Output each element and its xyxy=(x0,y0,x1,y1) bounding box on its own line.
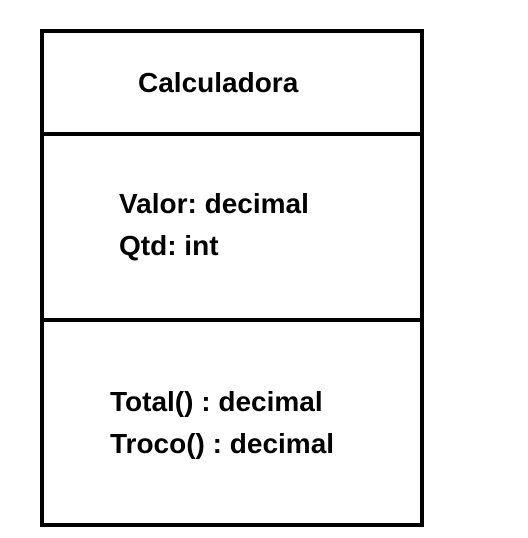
attribute-list: Valor: decimal Qtd: int xyxy=(119,183,309,267)
uml-class-box: Calculadora Valor: decimal Qtd: int Tota… xyxy=(40,29,424,527)
method-total: Total() : decimal xyxy=(110,386,323,417)
attributes-section: Valor: decimal Qtd: int xyxy=(44,132,420,318)
methods-section: Total() : decimal Troco() : decimal xyxy=(44,318,420,523)
attribute-qtd: Qtd: int xyxy=(119,230,219,261)
class-name: Calculadora xyxy=(138,67,299,98)
class-name-section: Calculadora xyxy=(44,33,420,129)
attribute-valor: Valor: decimal xyxy=(119,188,309,219)
method-list: Total() : decimal Troco() : decimal xyxy=(110,381,334,465)
method-troco: Troco() : decimal xyxy=(110,428,335,459)
